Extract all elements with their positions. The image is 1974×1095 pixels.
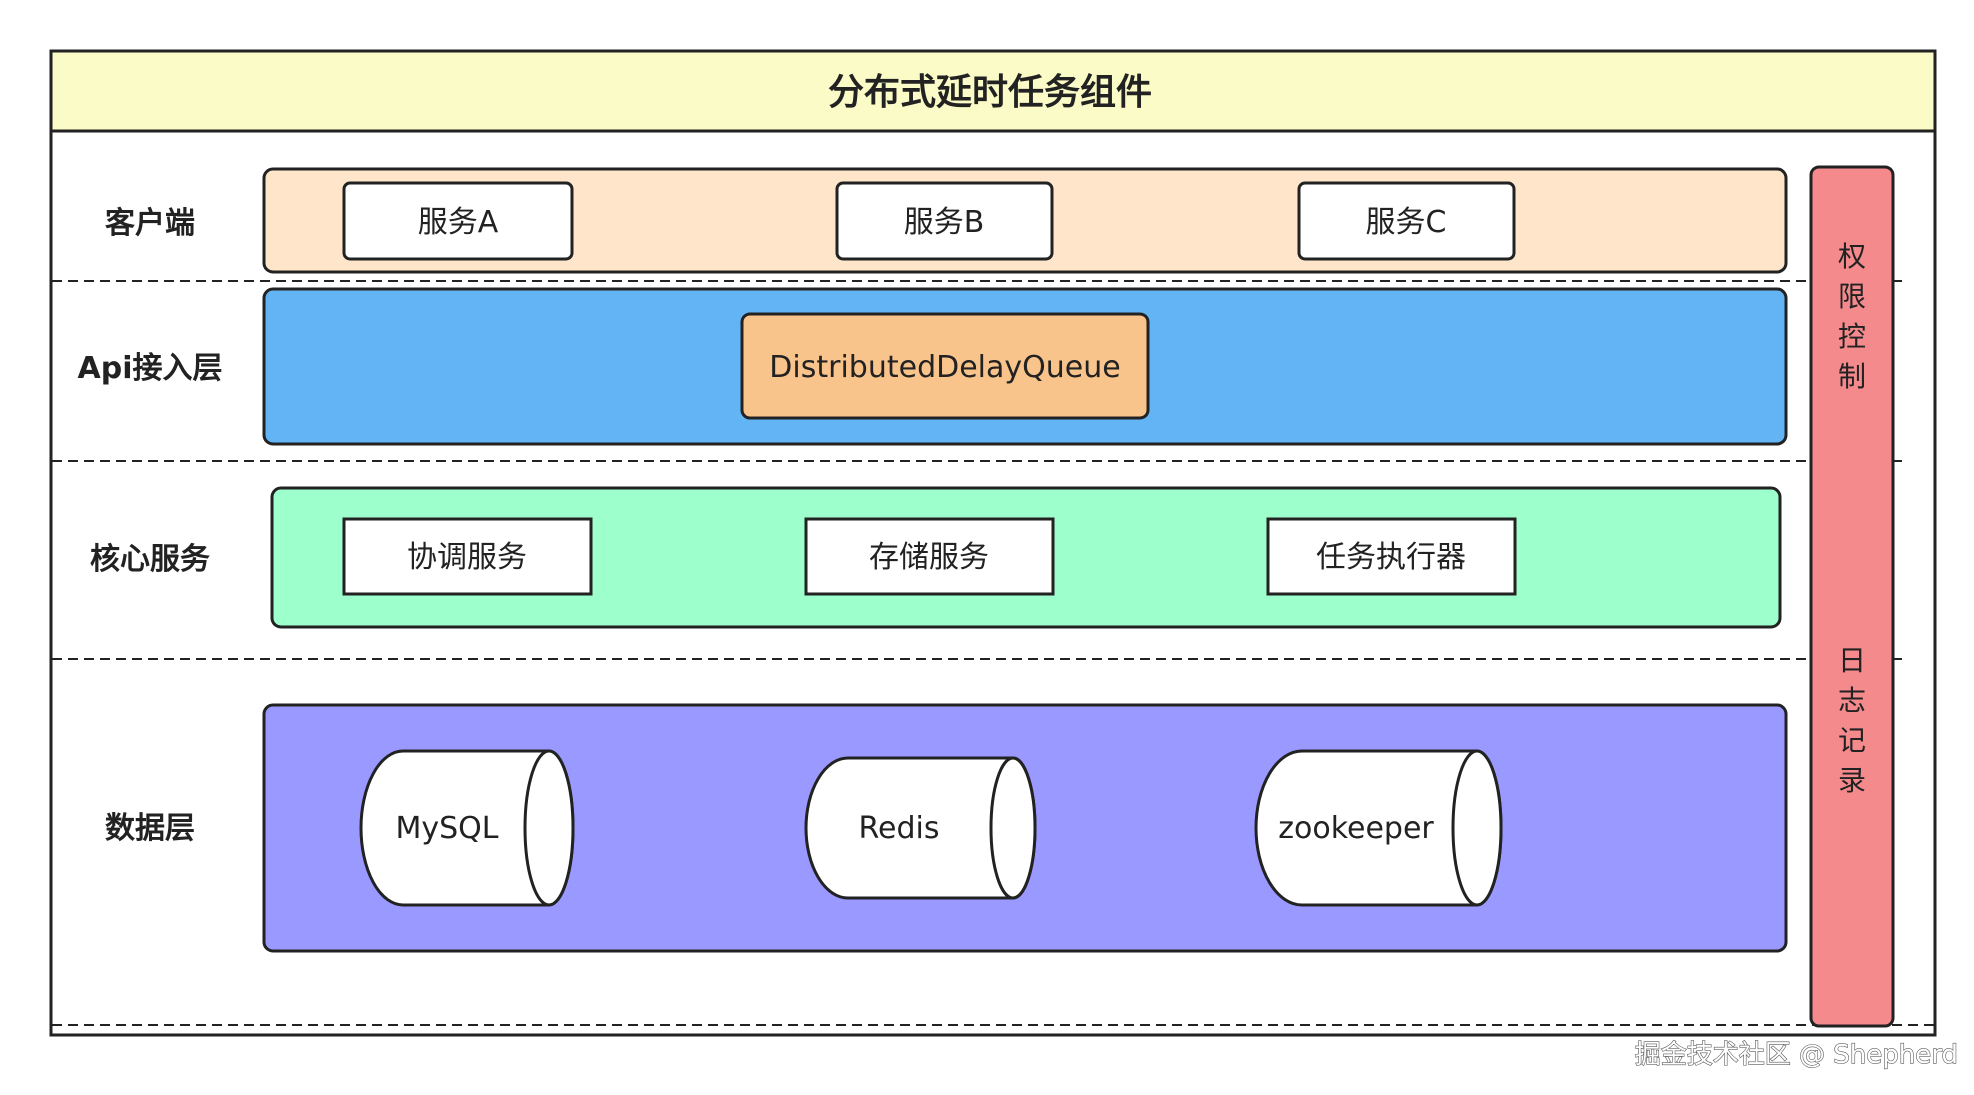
- title-bar: [49, 49, 1937, 133]
- service-a-box: [342, 181, 574, 261]
- redis-database: Redis: [804, 756, 1037, 900]
- mysql-cylinder-end: [523, 749, 575, 907]
- service-b-box: [835, 181, 1054, 261]
- coordination-service-label: 协调服务: [407, 540, 527, 575]
- service-c-label: 服务C: [1366, 205, 1447, 240]
- service-b-label: 服务B: [904, 205, 985, 240]
- mysql-database: MySQL: [359, 749, 575, 907]
- permission-control-char: 制: [1838, 360, 1866, 393]
- watermark: 掘金技术社区 @ Shepherd: [1635, 1040, 1958, 1070]
- task-executor-box: [1266, 517, 1517, 596]
- redis-label: Redis: [859, 811, 940, 846]
- data-layer-label: 数据层: [105, 811, 195, 846]
- distributed-delay-queue-label: DistributedDelayQueue: [769, 350, 1120, 385]
- zookeeper-label: zookeeper: [1278, 811, 1434, 846]
- client-layer-label: 客户端: [105, 206, 195, 241]
- mysql-label: MySQL: [395, 811, 498, 846]
- service-a-label: 服务A: [418, 205, 499, 240]
- service-c-box: [1297, 181, 1516, 261]
- permission-control-char: 限: [1838, 280, 1866, 313]
- logging-char: 记: [1838, 724, 1866, 757]
- side-panel: [1809, 165, 1895, 1028]
- task-executor-label: 任务执行器: [1316, 540, 1466, 575]
- permission-control-char: 控: [1838, 320, 1866, 353]
- storage-service-label: 存储服务: [869, 540, 989, 575]
- distributed-delay-queue-box: [740, 312, 1150, 420]
- redis-cylinder-end: [989, 756, 1037, 900]
- coordination-service-box: [342, 517, 593, 596]
- core-layer-label: 核心服务: [90, 542, 210, 577]
- zookeeper-cylinder-end: [1451, 749, 1503, 907]
- diagram-title: 分布式延时任务组件: [828, 72, 1152, 113]
- logging-char: 日: [1838, 644, 1866, 677]
- permission-control-char: 权: [1838, 240, 1866, 273]
- logging-label: 日 志 记 录: [1838, 644, 1866, 797]
- storage-service-box: [804, 517, 1055, 596]
- logging-char: 志: [1838, 684, 1866, 717]
- zookeeper-database: zookeeper: [1254, 749, 1503, 907]
- logging-char: 录: [1838, 764, 1866, 797]
- permission-control-label: 权 限 控 制: [1838, 240, 1866, 393]
- api-layer-label: Api接入层: [78, 351, 223, 386]
